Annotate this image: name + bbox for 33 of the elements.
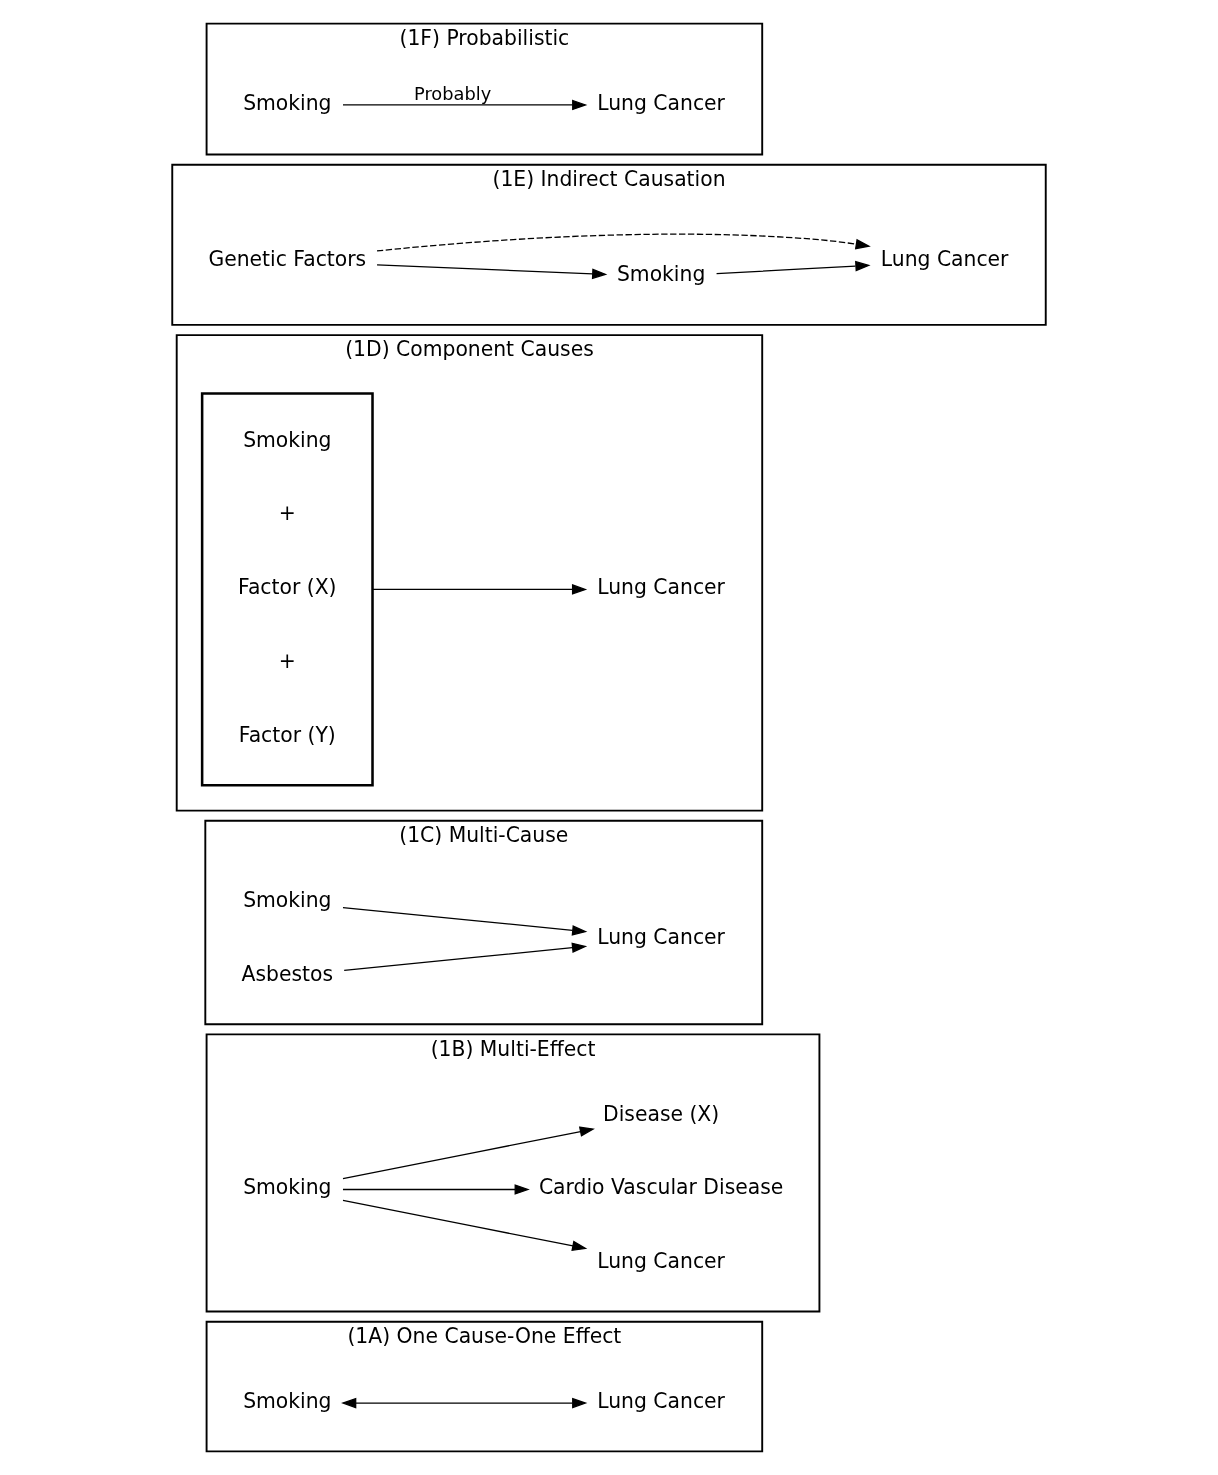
node-text: + <box>278 501 296 526</box>
edge-label: Probably <box>414 83 492 105</box>
arrow <box>376 233 871 252</box>
node-text: Smoking <box>243 887 332 912</box>
arrow <box>342 1199 588 1252</box>
node-text: Lung Cancer <box>880 247 1009 272</box>
node-text: + <box>278 648 296 673</box>
node-text: Genetic Factors <box>208 247 367 272</box>
node-text: Cardio Vascular Disease <box>538 1175 784 1200</box>
node-text: Smoking <box>243 427 332 452</box>
node-text: Asbestos <box>241 961 334 986</box>
cluster <box>200 392 374 787</box>
arrow <box>342 99 588 111</box>
node-text: Smoking <box>243 1175 332 1200</box>
arrow <box>715 260 871 275</box>
arrow <box>341 1397 588 1409</box>
arrow <box>342 1126 595 1180</box>
arrow <box>342 1184 530 1195</box>
arrow <box>371 584 588 595</box>
node-text: Lung Cancer <box>597 924 725 949</box>
node-text: Lung Cancer <box>597 90 725 115</box>
arrow <box>342 906 588 936</box>
node-text: Lung Cancer <box>597 1388 725 1413</box>
node-text: Factor (Y) <box>238 722 336 747</box>
node-text: Smoking <box>616 262 706 287</box>
node-text: Lung Cancer <box>597 1249 725 1274</box>
node-text: Smoking <box>243 1388 332 1413</box>
arrow <box>343 942 588 971</box>
node-text: Disease (X) <box>603 1101 720 1126</box>
arrow <box>376 264 608 280</box>
node-text: Factor (X) <box>238 575 337 600</box>
node-text: Smoking <box>243 90 332 115</box>
node-text: Lung Cancer <box>597 575 725 600</box>
